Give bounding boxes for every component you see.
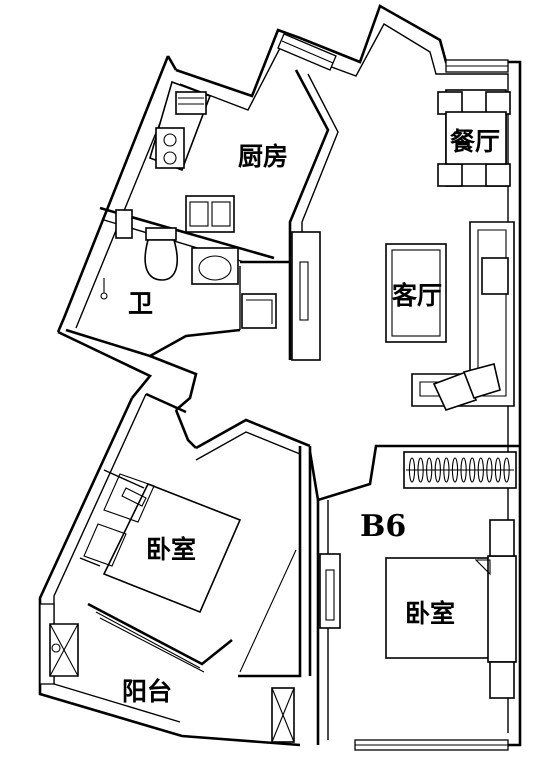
coffee-table xyxy=(385,243,447,343)
kitchen-sink-icon xyxy=(185,195,235,233)
kitchen-fixtures xyxy=(149,80,235,233)
toilet-icon xyxy=(144,227,178,281)
bedroom-second-furniture xyxy=(319,519,517,699)
bathroom-fixtures xyxy=(100,209,277,329)
nightstand-icon xyxy=(103,473,155,523)
bed-icon xyxy=(102,482,242,614)
cabinet-icon xyxy=(115,209,133,239)
dining-table xyxy=(437,89,511,187)
bedroom-main-furniture xyxy=(83,473,297,673)
cushion-icon xyxy=(462,363,501,399)
wardrobe xyxy=(403,451,517,489)
exterior-walls xyxy=(38,4,522,747)
room-label-living: 客厅 xyxy=(392,281,442,310)
nightstand-icon xyxy=(489,661,515,699)
nightstand-icon xyxy=(83,523,127,567)
cushion-icon xyxy=(481,257,509,295)
unit-label: B6 xyxy=(360,509,406,544)
nightstand-icon xyxy=(489,519,515,557)
dining-window xyxy=(445,59,509,73)
sofa xyxy=(411,221,515,411)
washbasin-icon xyxy=(191,247,239,285)
room-label-bedroom-main: 卧室 xyxy=(146,535,196,564)
kitchen-window xyxy=(277,33,337,71)
room-label-kitchen: 厨房 xyxy=(238,142,288,171)
room-label-dining: 餐厅 xyxy=(450,127,500,156)
kitchen-cabinet xyxy=(175,91,207,115)
tv-cabinet xyxy=(291,231,321,361)
cushion-icon xyxy=(432,370,478,411)
desk-icon xyxy=(319,553,341,629)
bottom-window xyxy=(354,739,509,751)
washing-machine-icon xyxy=(241,293,277,329)
room-label-bedroom-second: 卧室 xyxy=(405,599,455,628)
floor-drain-icon xyxy=(100,292,108,300)
room-label-balcony: 阳台 xyxy=(122,677,172,706)
stove-icon xyxy=(155,127,185,169)
balcony-fixtures xyxy=(49,623,295,743)
room-label-bathroom: 卫 xyxy=(128,289,153,318)
bed-icon xyxy=(385,557,491,659)
room-labels: 厨房 餐厅 客厅 卫 卧室 卧室 阳台 B6 xyxy=(122,127,500,706)
